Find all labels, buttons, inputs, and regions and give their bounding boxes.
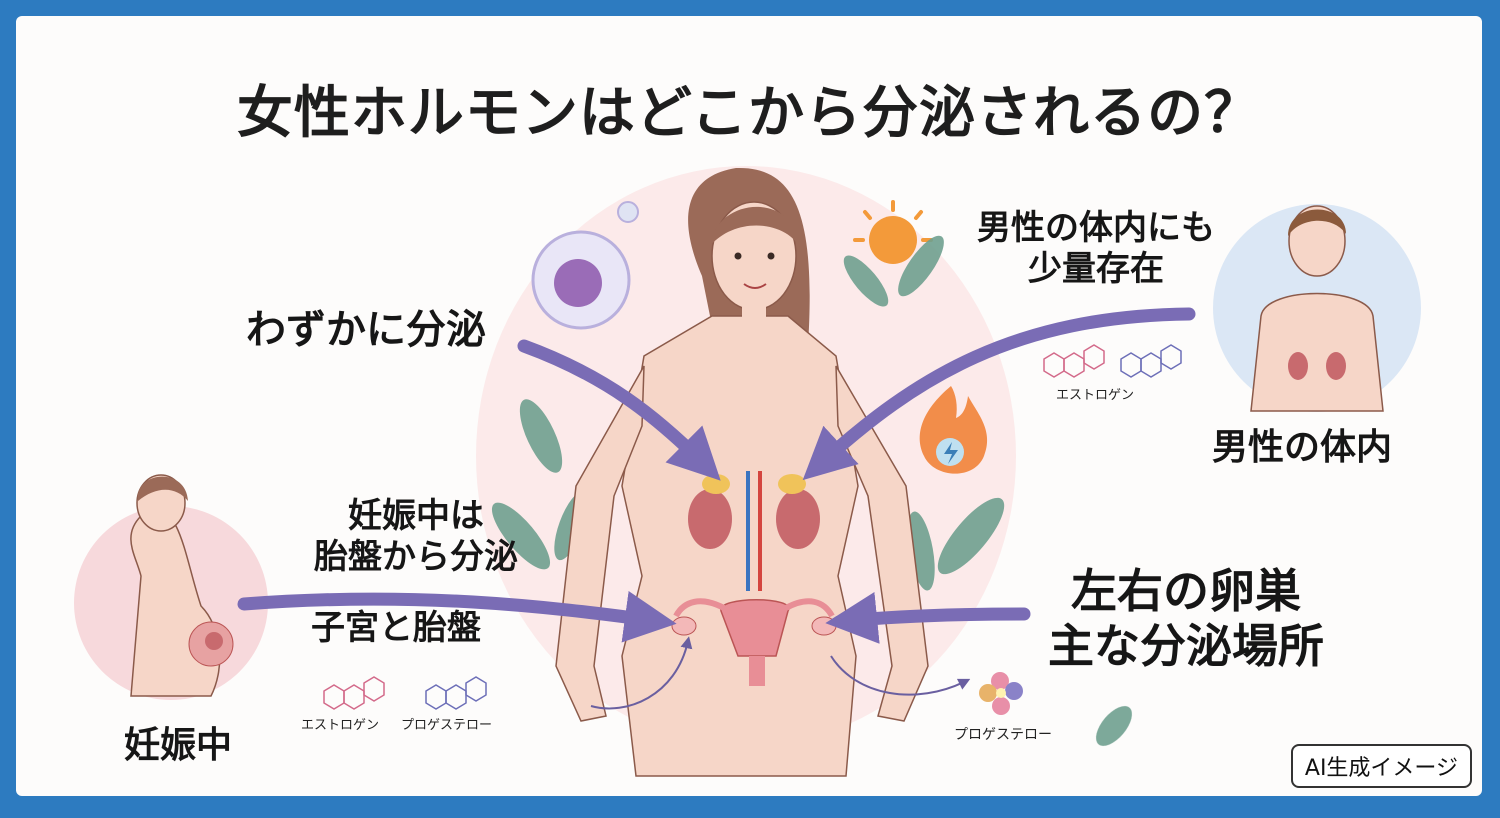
pregnant-woman-figure [74,474,268,700]
label-pregnancy-placenta-line2: 胎盤から分泌 [314,536,518,577]
cell-icon [531,201,639,330]
estrogen-label-male: エストロゲン [1056,388,1135,403]
label-pregnancy-placenta-line1: 妊娠中は [348,496,484,536]
estrogen-molecule-icon [323,676,385,710]
estrogen-label-pregnancy: エストロゲン [301,718,380,733]
flame-icon [919,386,988,474]
arrow-pregnancy [237,591,677,643]
man-figure [1213,204,1421,412]
infographic-panel: 女性ホルモンはどこから分泌されるの？ わずかに分泌 男性の体内にも 少量存在 男… [16,16,1482,796]
pointer-arrows [237,307,1196,644]
label-uterus-placenta: 子宮と胎盤 [311,608,481,648]
estrogen-molecule-icon [1043,344,1105,378]
arrow-male-body [802,307,1196,481]
sun-icon [853,200,933,264]
ovary-flow-left [590,636,693,710]
ai-generated-badge: AI生成イメージ [1290,744,1472,788]
label-ovaries-line2: 主な分泌場所 [1048,619,1324,674]
label-ovaries: 左右の卵巣 主な分泌場所 [1036,564,1336,674]
label-male-body-also-line1: 男性の体内にも [977,208,1215,248]
label-male-body-also: 男性の体内にも 少量存在 [971,208,1221,290]
flower-icon [979,672,1023,715]
label-slight-secretion: わずかに分泌 [246,307,486,353]
progesterone-label-pregnancy: プロゲステロー [401,718,493,733]
progesterone-label-right: プロゲステロー [954,727,1052,743]
label-pregnancy-placenta: 妊娠中は 胎盤から分泌 [296,496,536,578]
label-pregnancy: 妊娠中 [124,725,233,766]
label-male-body-also-line2: 少量存在 [1028,248,1164,289]
progesterone-molecule-icon [425,676,487,710]
uterus-organ [671,598,837,686]
ovary-flow-right [830,655,971,696]
steroid-molecule-icon [1120,344,1182,378]
illustration [74,166,1421,777]
arrow-ovaries [825,592,1031,644]
label-ovaries-line1: 左右の卵巣 [1071,564,1301,618]
page-title: 女性ホルモンはどこから分泌されるの？ [236,81,1262,146]
label-male-body: 男性の体内 [1212,427,1393,468]
kidneys-organ [688,471,820,591]
arrow-slight-secretion [517,339,721,481]
